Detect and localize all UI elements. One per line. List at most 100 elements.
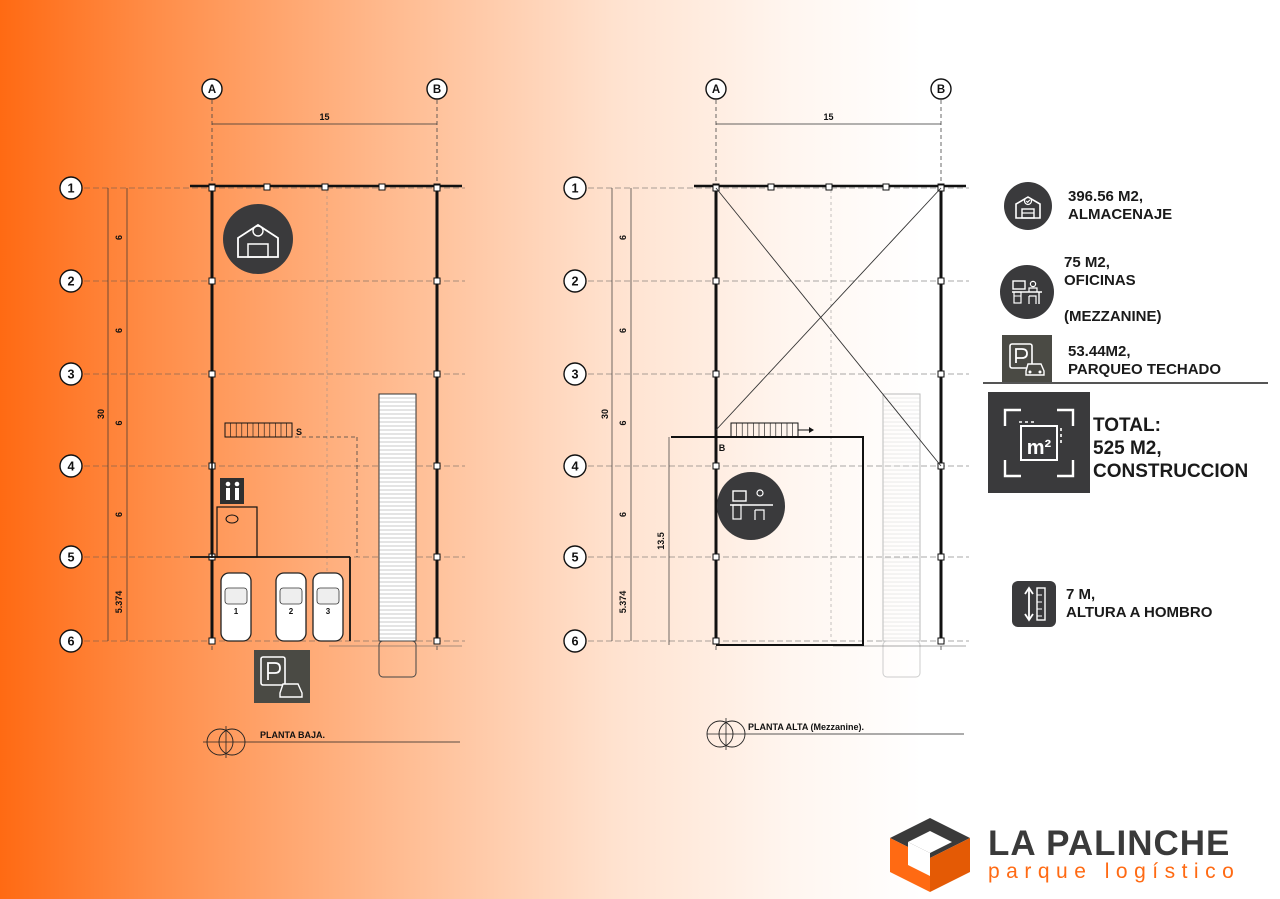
- car-windshield: [224, 587, 248, 605]
- dim-width-label: 15: [823, 112, 833, 122]
- grid-col-b-label: B: [937, 84, 945, 96]
- parking-label: PARQUEO TECHADO: [1068, 361, 1222, 378]
- grid-col-b-bubble: [426, 78, 448, 100]
- grid-row-5-bubble: [59, 545, 83, 569]
- column-a-1: [208, 184, 216, 192]
- mezzanine-outline: [671, 436, 864, 646]
- car-windshield: [316, 587, 340, 605]
- storage-label: ALMACENAJE: [1068, 206, 1173, 223]
- dim-row-5-label: 5.374: [618, 591, 628, 614]
- legend-height: 7 M, ALTURA A HOMBRO: [1012, 568, 1212, 640]
- grid-row-6-label: 6: [571, 635, 578, 649]
- grid-col-b-label: B: [433, 84, 441, 96]
- parking-area: 53.44M2,: [1068, 343, 1131, 360]
- column-b-5: [937, 553, 945, 561]
- grid-row-4-bubble: [59, 454, 83, 478]
- warehouse-icon-boxes: [247, 243, 269, 258]
- dim-row-2-label: 6: [114, 328, 124, 333]
- void-cross-1: [715, 187, 942, 467]
- grid-row-3-bubble: [563, 362, 587, 386]
- office-icon-person: [756, 489, 764, 497]
- column-b-6: [937, 637, 945, 645]
- legend-storage: 396.56 M2, ALMACENAJE: [1004, 170, 1172, 242]
- column-a-5: [712, 553, 720, 561]
- dim-row-2-label: 6: [618, 328, 628, 333]
- brand-mark-icon: [890, 818, 970, 892]
- grid-row-5-bubble: [563, 545, 587, 569]
- column-b-3: [937, 370, 945, 378]
- grid-row-1-label: 1: [571, 182, 578, 196]
- restroom-person-icon: [235, 488, 239, 500]
- column-b-1: [433, 184, 441, 192]
- column-a-4: [712, 462, 720, 470]
- column-b-2: [937, 277, 945, 285]
- office-icon-chair: [754, 509, 765, 520]
- grid-row-6-bubble: [563, 629, 587, 653]
- legend-parking: 53.44M2, PARQUEO TECHADO: [1002, 321, 1221, 397]
- plan-title-low: PLANTA BAJA.: [260, 730, 325, 740]
- warehouse-icon: [223, 204, 293, 274]
- office-icon-drawer: [732, 504, 742, 520]
- parking-icon-car: [279, 683, 303, 698]
- brand-name: LA PALINCHE: [988, 824, 1231, 863]
- parking-icon-sign: [260, 656, 286, 686]
- height-ruler-icon: [1012, 581, 1056, 627]
- void-cross-2: [715, 187, 942, 431]
- column-b-3: [433, 370, 441, 378]
- brand-tagline: parque logístico: [988, 860, 1241, 883]
- plan-title-high: PLANTA ALTA (Mezzanine).: [748, 722, 864, 732]
- column-a-2: [712, 277, 720, 285]
- column-top-2: [263, 183, 271, 191]
- grid-row-1-bubble: [59, 176, 83, 200]
- legend-divider: [983, 382, 1268, 384]
- parking-icon: [1002, 335, 1052, 383]
- truck-cab: [882, 640, 921, 678]
- grid-row-2-bubble: [59, 269, 83, 293]
- grid-row-4-bubble: [563, 454, 587, 478]
- dim-row-3-label: 6: [114, 420, 124, 425]
- dim-mezz-label: 13.5: [656, 532, 666, 550]
- offices-area: 75 M2,: [1064, 254, 1110, 271]
- restroom-person-icon: [226, 488, 230, 500]
- grid-row-1-label: 1: [67, 182, 74, 196]
- offices-label: OFICINAS: [1064, 272, 1136, 289]
- brand-logo: LA PALINCHE parque logístico: [886, 816, 1266, 894]
- dim-row-3-label: 6: [618, 420, 628, 425]
- dim-row-4-label: 6: [618, 512, 628, 517]
- height-value: 7 M,: [1066, 586, 1096, 603]
- dim-row-4-label: 6: [114, 512, 124, 517]
- warehouse-icon-check: [252, 225, 264, 237]
- grid-col-b-bubble: [930, 78, 952, 100]
- restroom-room: [216, 506, 258, 558]
- grid-row-4-label: 4: [67, 460, 74, 474]
- grid-col-a-bubble: [705, 78, 727, 100]
- parking-icon-letter: [267, 662, 281, 680]
- loading-strip: [882, 393, 921, 642]
- truck-cab: [378, 640, 417, 678]
- column-a-6: [712, 637, 720, 645]
- dim-total-label: 30: [96, 409, 106, 419]
- grid-row-6-bubble: [59, 629, 83, 653]
- grid-row-4-label: 4: [571, 460, 578, 474]
- office-icon-monitor: [732, 490, 747, 502]
- grid-row-5-label: 5: [67, 551, 74, 565]
- office-desk-icon: [1000, 265, 1054, 319]
- stair-label: S: [296, 427, 302, 437]
- restroom-person-icon: [234, 481, 240, 487]
- grid-row-2-label: 2: [67, 275, 74, 289]
- dim-width-label: 15: [319, 112, 329, 122]
- height-label: ALTURA A HOMBRO: [1066, 604, 1213, 621]
- column-b-6: [433, 637, 441, 645]
- storage-area: 396.56 M2,: [1068, 188, 1144, 205]
- total-title: TOTAL:: [1093, 415, 1161, 436]
- grid-row-2-label: 2: [571, 275, 578, 289]
- stair-label: B: [719, 443, 726, 453]
- column-b-2: [433, 277, 441, 285]
- restroom-person-icon: [225, 481, 231, 487]
- column-a-2: [208, 277, 216, 285]
- grid-row-2-bubble: [563, 269, 587, 293]
- grid-col-a-bubble: [201, 78, 223, 100]
- legend-offices: 75 M2, OFICINAS (MEZZANINE): [1000, 240, 1162, 344]
